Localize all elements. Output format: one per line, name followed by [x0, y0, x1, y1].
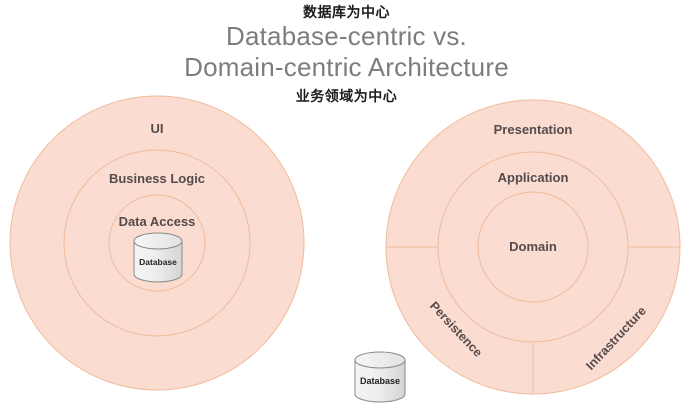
left-database-label: Database	[139, 257, 177, 267]
left-database-cylinder[interactable]: Database	[133, 232, 183, 283]
left-diagram-database-centric: UI Business Logic Data Access Database	[9, 95, 305, 391]
external-database-cylinder[interactable]: Database	[354, 351, 406, 403]
right-label-presentation: Presentation	[494, 122, 573, 137]
cylinder-top	[133, 232, 183, 250]
left-label-data-access: Data Access	[119, 214, 196, 229]
external-database-label: Database	[360, 376, 400, 386]
annotation-bottom-zh: 业务领域为中心	[295, 89, 398, 105]
left-label-ui: UI	[151, 121, 164, 136]
page-title: Database-centric vs. Domain-centric Arch…	[0, 21, 693, 83]
right-label-domain: Domain	[509, 239, 557, 254]
title-line-2: Domain-centric Architecture	[184, 52, 509, 82]
cylinder-top	[354, 351, 406, 369]
annotation-top-zh: 数据库为中心	[303, 5, 390, 21]
title-line-1: Database-centric vs.	[226, 21, 467, 51]
left-label-business-logic: Business Logic	[109, 171, 205, 186]
cylinder-body	[133, 240, 183, 283]
right-diagram-domain-centric: Presentation Application Domain Persiste…	[385, 99, 681, 395]
right-ring-inner-domain[interactable]	[477, 191, 589, 303]
cylinder-body	[354, 359, 406, 403]
right-label-application: Application	[498, 170, 569, 185]
